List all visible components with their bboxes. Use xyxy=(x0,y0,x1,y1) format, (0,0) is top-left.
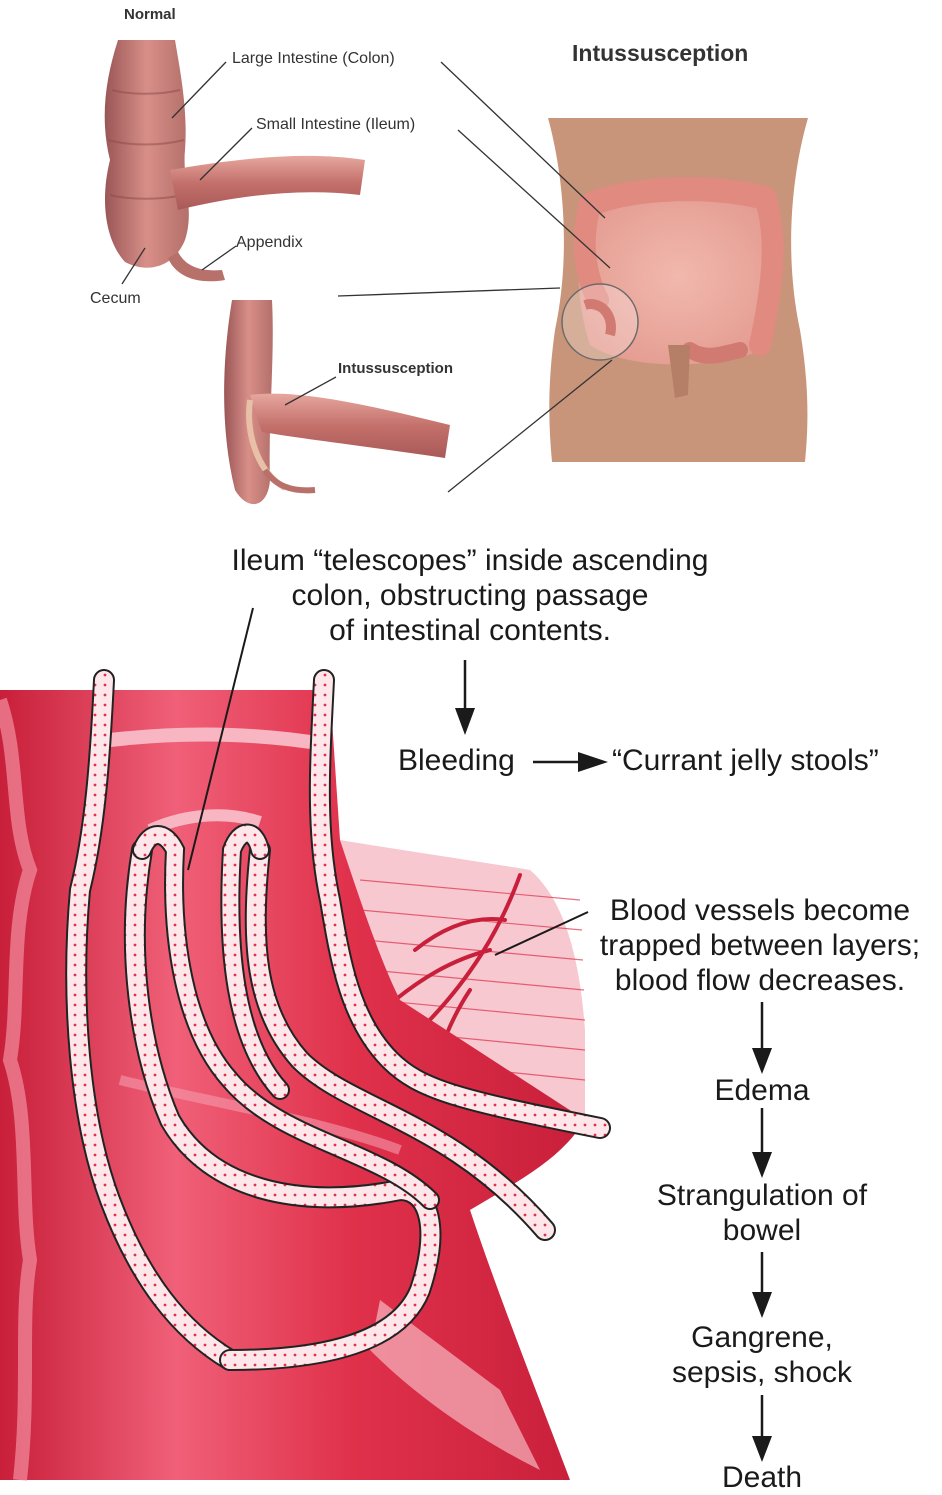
torso-drawing xyxy=(548,118,808,462)
ileum-text-line-1: Ileum “telescopes” inside ascending xyxy=(160,543,780,578)
ileum-text-line-2: colon, obstructing passage xyxy=(160,578,780,613)
top-illustration xyxy=(0,0,942,530)
small-intestine-label: Small Intestine (Ileum) xyxy=(256,116,415,134)
bleeding-label: Bleeding xyxy=(398,743,515,778)
death-label: Death xyxy=(642,1460,882,1495)
colon-cross-section xyxy=(0,690,585,1480)
intussusception-title: Intussusception xyxy=(572,40,748,67)
bottom-leader-lines xyxy=(188,608,588,955)
strangulation-line-2: bowel xyxy=(632,1213,892,1248)
strangulation-line-1: Strangulation of xyxy=(632,1178,892,1213)
appendix-label: Appendix xyxy=(236,234,303,252)
gangrene-line-1: Gangrene, xyxy=(632,1320,892,1355)
blood-vessels-description: Blood vessels become trapped between lay… xyxy=(578,893,942,998)
inset-intussusception-label: Intussusception xyxy=(338,360,453,377)
gangrene-label: Gangrene, sepsis, shock xyxy=(632,1320,892,1390)
blood-vessels-line-1: Blood vessels become xyxy=(578,893,942,928)
blood-vessels-line-2: trapped between layers; xyxy=(578,928,942,963)
edema-label: Edema xyxy=(642,1073,882,1108)
mesentery-drawing xyxy=(340,840,585,1120)
ileum-text-line-3: of intestinal contents. xyxy=(160,613,780,648)
cecum-label: Cecum xyxy=(90,290,141,308)
normal-label: Normal xyxy=(124,6,176,23)
inset-intussusception-drawing xyxy=(224,300,450,504)
ileum-description: Ileum “telescopes” inside ascending colo… xyxy=(160,543,780,648)
strangulation-label: Strangulation of bowel xyxy=(632,1178,892,1248)
large-intestine-label: Large Intestine (Colon) xyxy=(232,50,395,68)
normal-colon-drawing xyxy=(105,40,365,281)
intestinal-wall-layers xyxy=(76,680,600,1360)
currant-jelly-label: “Currant jelly stools” xyxy=(612,743,879,778)
gangrene-line-2: sepsis, shock xyxy=(632,1355,892,1390)
blood-vessels-line-3: blood flow decreases. xyxy=(578,963,942,998)
